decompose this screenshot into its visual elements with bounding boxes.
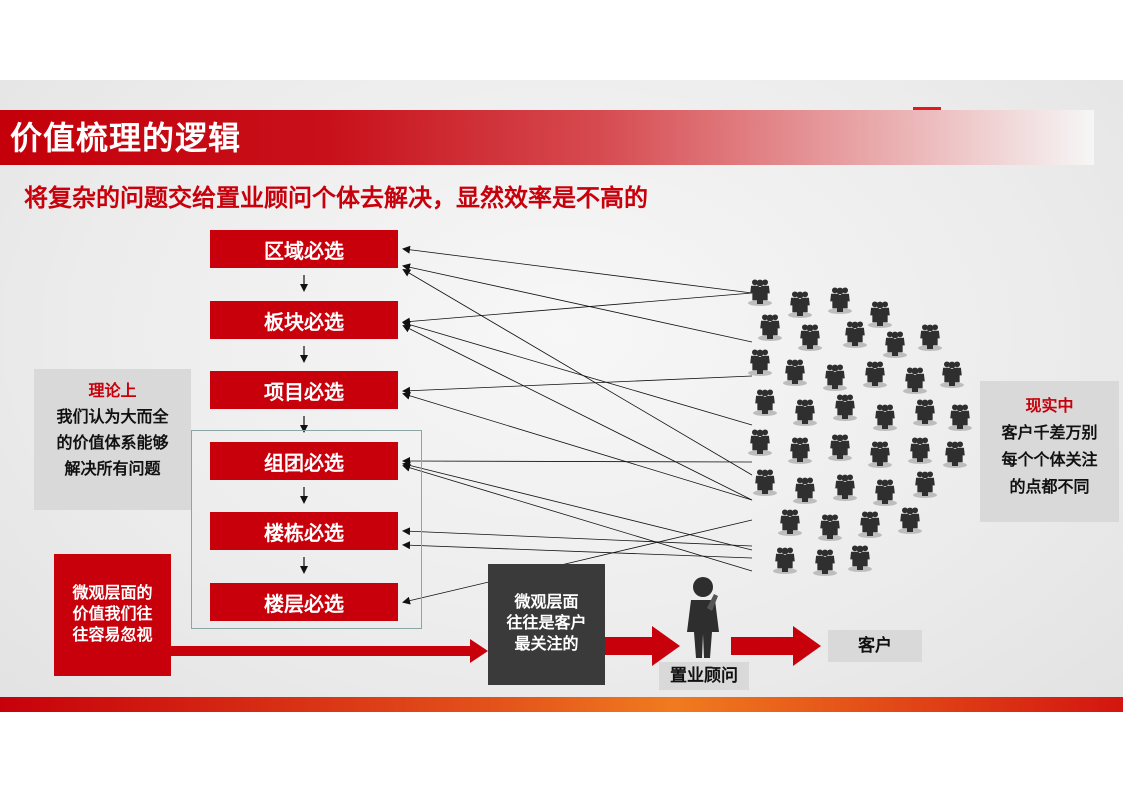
slide: 价值梳理的逻辑 将复杂的问题交给置业顾问个体去解决，显然效率是不高的 — [0, 80, 1123, 712]
theory-line: 的价值体系能够 — [56, 433, 169, 452]
customer-box: 客户 — [828, 630, 922, 662]
right-arrow-icon — [595, 626, 680, 666]
micro-focus-line: 往往是客户 — [506, 613, 587, 632]
micro-ignored-line: 往容易忽视 — [72, 625, 153, 644]
micro-ignored-box: 微观层面的 价值我们往 往容易忽视 — [54, 554, 171, 676]
reality-line: 的点都不同 — [1009, 477, 1090, 496]
theory-line: 我们认为大而全 — [56, 407, 169, 426]
micro-level-frame — [191, 430, 422, 629]
page-title: 价值梳理的逻辑 — [10, 119, 242, 157]
footer-bar — [0, 697, 1123, 712]
title-bar: 价值梳理的逻辑 — [0, 110, 1094, 165]
reality-line: 客户千差万别 — [1001, 423, 1098, 442]
step-project: 项目必选 — [210, 371, 398, 409]
flow-arrows — [171, 626, 821, 666]
diagram-connectors — [171, 245, 1123, 666]
step-floor: 楼层必选 — [210, 583, 398, 621]
micro-focus-line: 微观层面 — [514, 592, 579, 611]
right-arrow-icon — [731, 626, 821, 666]
step-district: 板块必选 — [210, 301, 398, 339]
micro-focus-line: 最关注的 — [514, 634, 579, 653]
title-accent-line — [913, 107, 941, 110]
micro-focus-box: 微观层面 往往是客户 最关注的 — [488, 564, 605, 685]
right-arrow-icon — [171, 639, 488, 663]
people-crowd-icon — [748, 279, 972, 576]
reality-heading: 现实中 — [1025, 396, 1074, 415]
step-region: 区域必选 — [210, 230, 398, 268]
micro-ignored-line: 价值我们往 — [72, 604, 153, 623]
theory-line: 解决所有问题 — [64, 459, 161, 478]
theory-box: 理论上 我们认为大而全 的价值体系能够 解决所有问题 — [34, 369, 191, 510]
reality-box: 现实中 客户千差万别 每个个体关注 的点都不同 — [980, 381, 1119, 522]
page-subtitle: 将复杂的问题交给置业顾问个体去解决，显然效率是不高的 — [24, 184, 648, 212]
reality-line: 每个个体关注 — [1001, 450, 1098, 469]
consultant-label: 置业顾问 — [659, 662, 749, 690]
step-building: 楼栋必选 — [210, 512, 398, 550]
crowd-to-step-lines — [402, 245, 753, 605]
micro-ignored-line: 微观层面的 — [72, 583, 153, 602]
thinking-person-icon — [687, 577, 719, 658]
step-cluster: 组团必选 — [210, 442, 398, 480]
theory-heading: 理论上 — [88, 381, 137, 400]
